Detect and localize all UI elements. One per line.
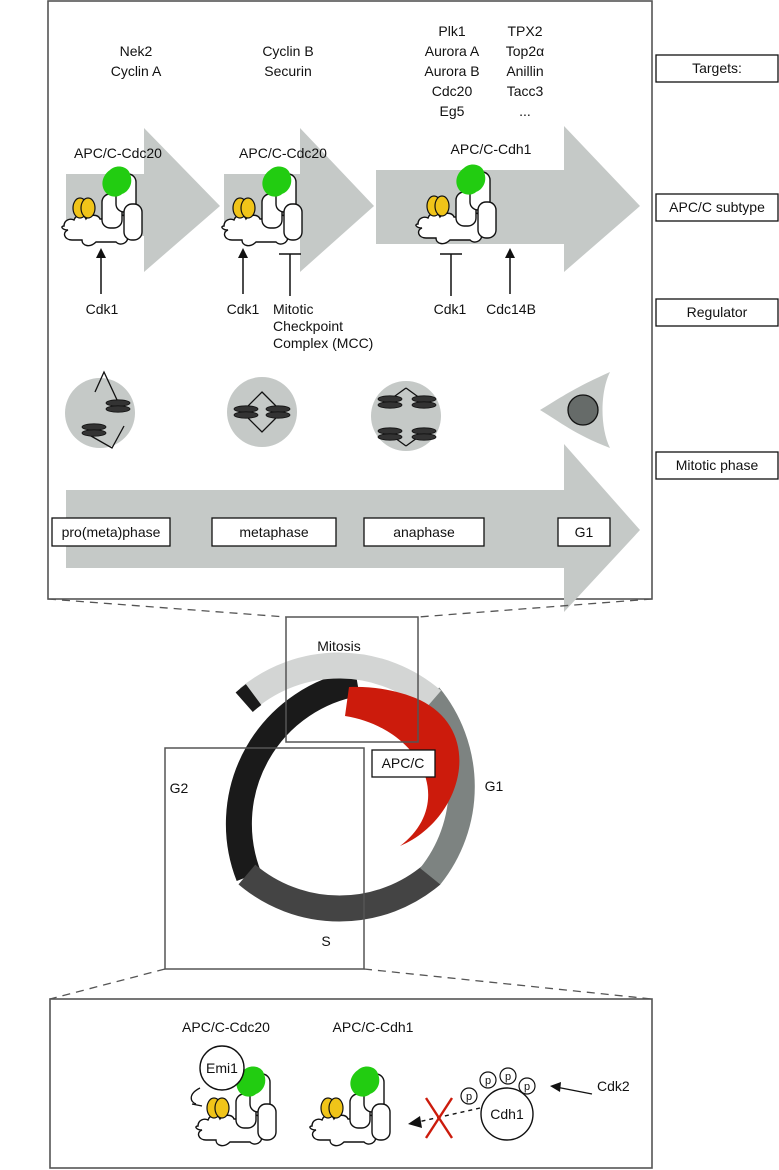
targets-col3b: TPX2 Top2α Anillin Tacc3 ...	[506, 23, 544, 119]
activation-arrow-cdk1-1	[96, 248, 106, 294]
mitosis-detail-panel	[47, 0, 653, 600]
regulator-mcc-line1: Mitotic	[273, 301, 313, 317]
legend-regulator: Regulator	[655, 298, 779, 327]
target-cyclin-a: Cyclin A	[111, 63, 162, 79]
bottom-title-cdc20: APC/C-Cdc20	[182, 1019, 270, 1035]
cycle-label-g1: G1	[485, 778, 504, 794]
g2-detail-panel	[49, 998, 653, 1169]
target-securin: Securin	[264, 63, 311, 79]
bottom-title-cdh1: APC/C-Cdh1	[333, 1019, 414, 1035]
phase-box-anaphase: anaphase	[363, 517, 485, 547]
block-x-icon	[424, 1097, 454, 1139]
svg-text:p: p	[524, 1081, 530, 1093]
activation-arrow-cdk1-2	[238, 248, 248, 294]
target-aurora-b: Aurora B	[424, 63, 479, 79]
g2-zoom-box	[164, 747, 365, 970]
emi1-inhibitor: Emi1	[190, 1045, 245, 1107]
svg-text:Targets:: Targets:	[692, 60, 742, 76]
emi1-label: Emi1	[206, 1060, 238, 1076]
apcc-label-box: APC/C	[371, 749, 436, 778]
zoom-lines-bottom	[49, 968, 653, 1000]
target-more: ...	[519, 103, 531, 119]
blocked-binding-arrow	[408, 1107, 481, 1128]
cdk2-label: Cdk2	[597, 1078, 630, 1094]
regulator-cdc14b: Cdc14B	[486, 301, 536, 317]
phase-box-g1: G1	[557, 517, 611, 547]
target-eg5: Eg5	[440, 103, 465, 119]
target-tpx2: TPX2	[507, 23, 542, 39]
phosphate-p3: p	[499, 1067, 517, 1085]
target-anillin: Anillin	[506, 63, 543, 79]
regulator-cdk1-2: Cdk1	[227, 301, 260, 317]
inhibition-bar-mcc	[279, 253, 301, 296]
cdh1-label: Cdh1	[490, 1106, 524, 1122]
svg-text:Regulator: Regulator	[687, 304, 748, 320]
svg-text:p: p	[485, 1075, 491, 1087]
cdh1-phosphorylated: Cdh1 p p p p	[460, 1067, 536, 1141]
phosphate-p2: p	[479, 1071, 497, 1089]
phosphate-p1: p	[460, 1087, 478, 1105]
cycle-label-g2: G2	[170, 780, 189, 796]
targets-col2: Cyclin B Securin	[262, 43, 313, 79]
target-cyclin-b: Cyclin B	[262, 43, 313, 59]
zoom-lines-top	[47, 598, 653, 618]
target-aurora-a: Aurora A	[425, 43, 480, 59]
targets-col1: Nek2 Cyclin A	[111, 43, 162, 79]
regulator-cdk1-1: Cdk1	[86, 301, 119, 317]
target-nek2: Nek2	[120, 43, 153, 59]
target-top2a: Top2α	[506, 43, 544, 59]
phase-label-prometaphase: pro(meta)phase	[62, 524, 161, 540]
activation-arrow-cdc14b	[505, 248, 515, 294]
phase-box-prometaphase: pro(meta)phase	[51, 517, 171, 547]
cell-prometaphase	[65, 370, 135, 449]
regulator-mcc-line3: Complex (MCC)	[273, 335, 373, 351]
phase-box-metaphase: metaphase	[211, 517, 337, 547]
cell-g1	[540, 372, 610, 448]
cell-metaphase	[227, 377, 297, 447]
phosphate-p4: p	[518, 1077, 536, 1095]
inhibition-bar-cdk1-3	[440, 253, 462, 296]
target-tacc3: Tacc3	[507, 83, 544, 99]
svg-text:p: p	[505, 1071, 511, 1083]
phase-label-metaphase: metaphase	[239, 524, 308, 540]
cell-anaphase	[371, 381, 441, 451]
phase-label-g1: G1	[575, 524, 594, 540]
regulator-mcc-line2: Checkpoint	[273, 318, 343, 334]
apcc-complex-bottom-right	[309, 1065, 391, 1147]
legend-subtype: APC/C subtype	[655, 193, 779, 222]
mitotic-phase-arrow	[66, 444, 640, 612]
apcc-activity-arc	[345, 686, 460, 846]
legend-phase: Mitotic phase	[655, 451, 779, 480]
ring-g2	[225, 670, 360, 882]
target-cdc20: Cdc20	[432, 83, 473, 99]
svg-text:Mitotic phase: Mitotic phase	[676, 457, 759, 473]
cdk2-arrow	[550, 1082, 593, 1095]
cycle-label-mitosis: Mitosis	[317, 638, 361, 654]
legend-targets: Targets:	[655, 54, 779, 83]
svg-text:APC/C: APC/C	[382, 755, 425, 771]
cycle-label-s: S	[321, 933, 330, 949]
subtype-label-1: APC/C-Cdc20	[74, 145, 162, 161]
mitosis-zoom-box	[285, 616, 419, 743]
subtype-label-3: APC/C-Cdh1	[451, 141, 532, 157]
target-plk1: Plk1	[438, 23, 465, 39]
phase-label-anaphase: anaphase	[393, 524, 455, 540]
targets-col3a: Plk1 Aurora A Aurora B Cdc20 Eg5	[424, 23, 480, 119]
svg-text:APC/C subtype: APC/C subtype	[669, 199, 765, 215]
regulator-cdk1-3: Cdk1	[434, 301, 467, 317]
subtype-label-2: APC/C-Cdc20	[239, 145, 327, 161]
cell-cycle-ring	[225, 652, 475, 922]
svg-text:p: p	[466, 1091, 472, 1103]
